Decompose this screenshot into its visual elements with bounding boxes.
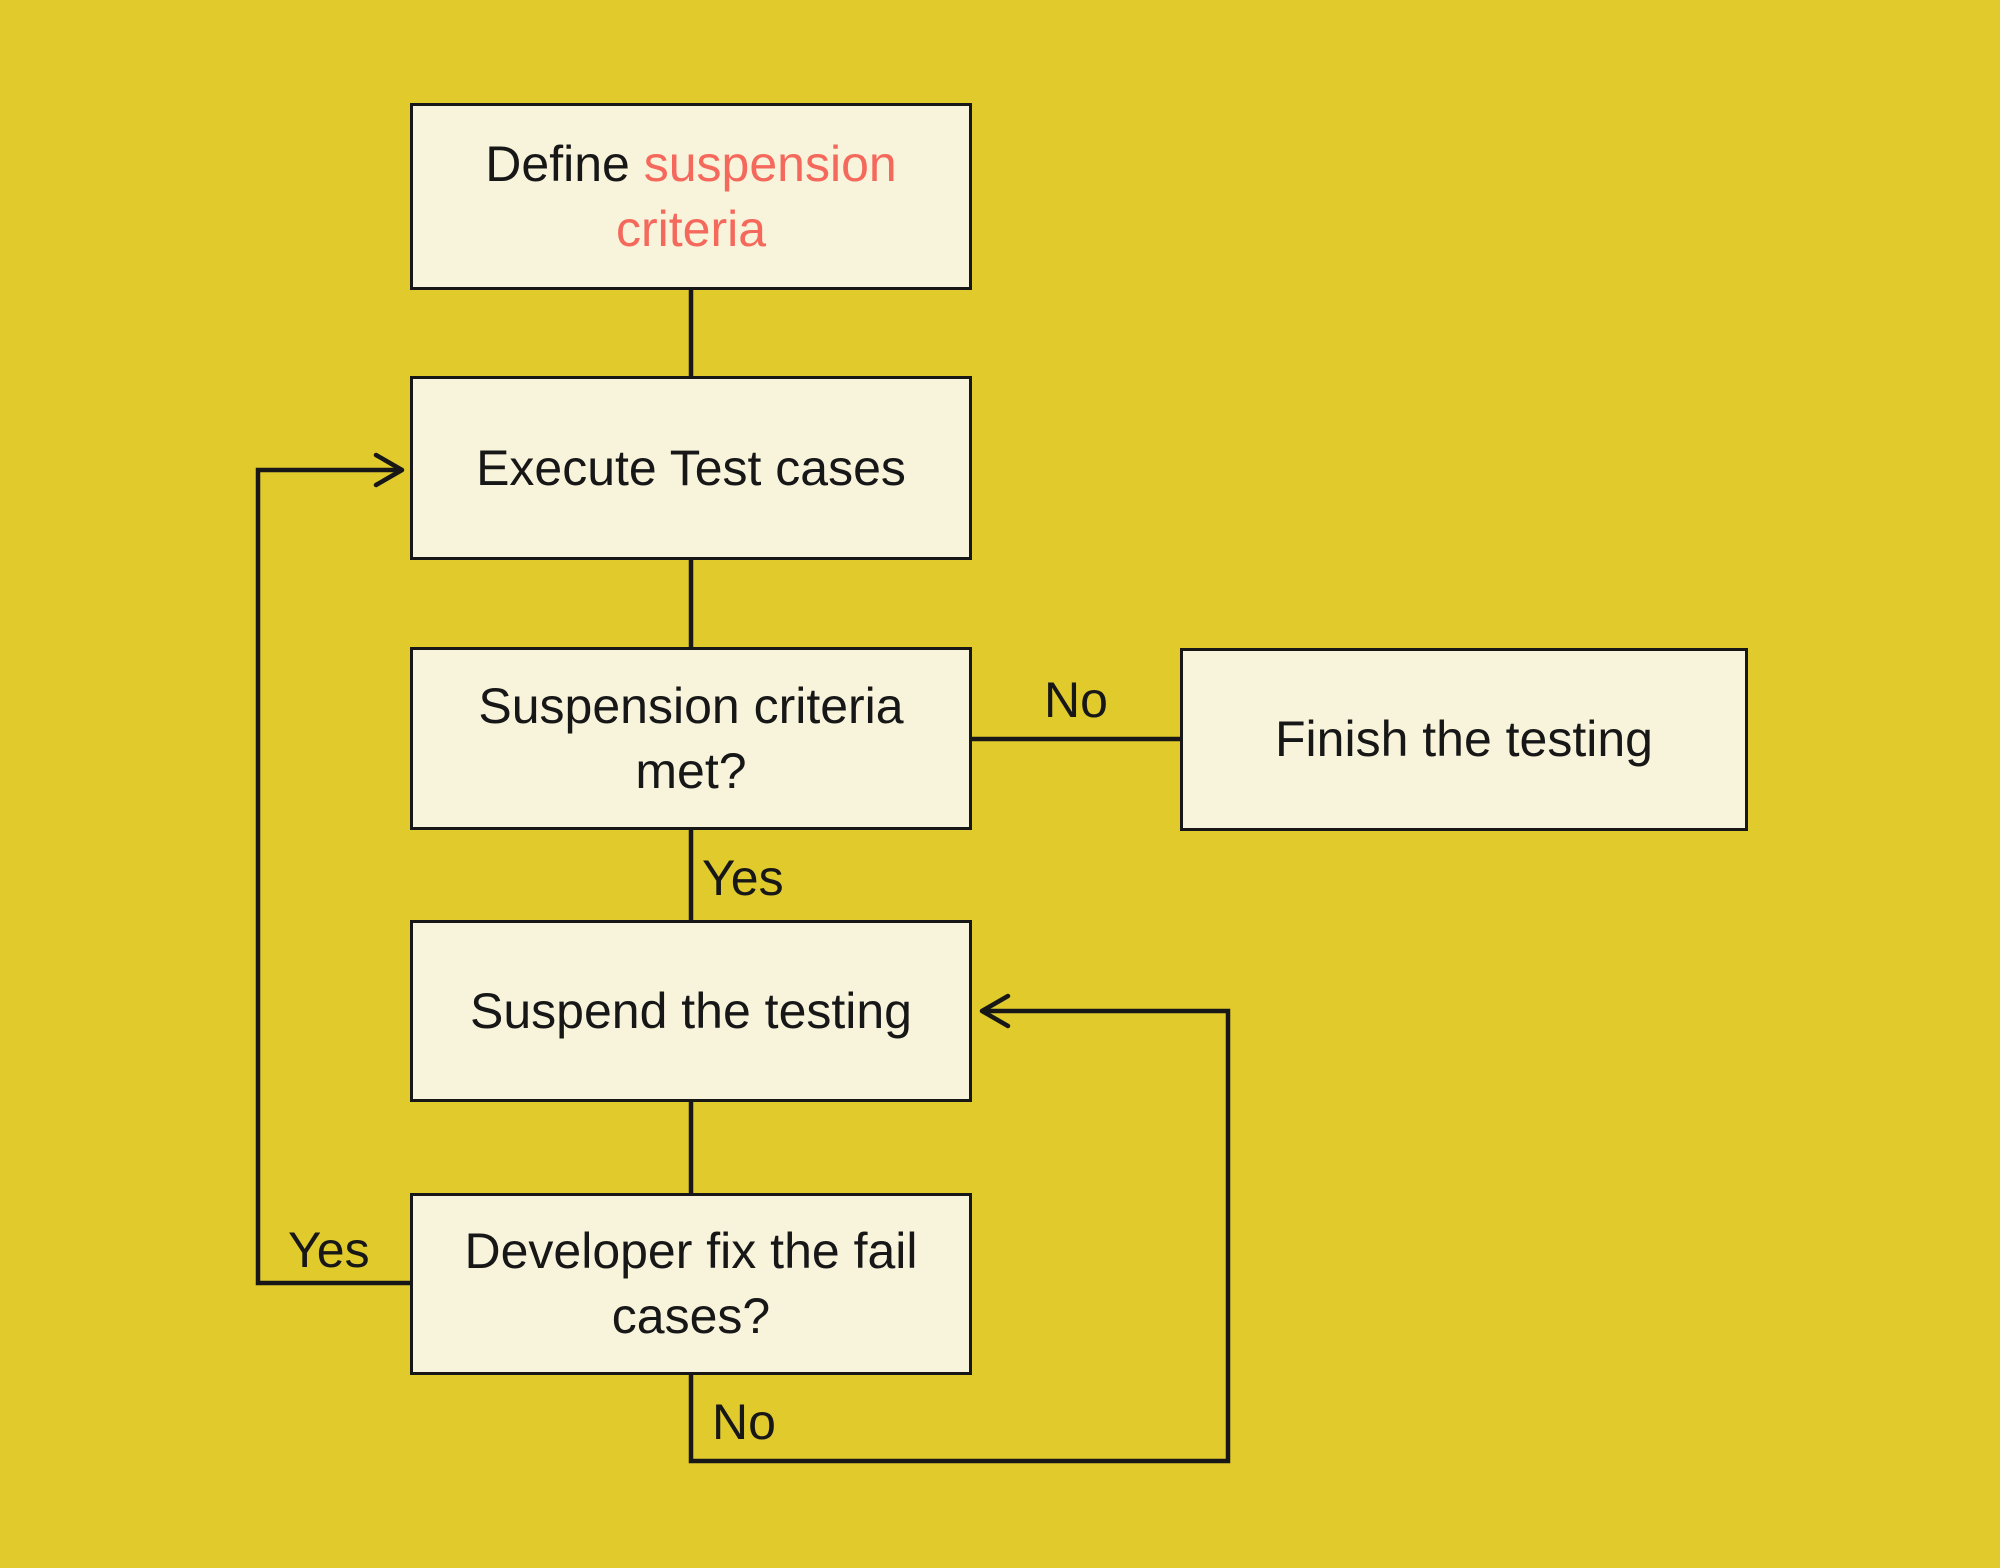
- node-define-label-highlight: suspension criteria: [615, 135, 897, 257]
- node-suspend-the-testing: Suspend the testing: [410, 920, 972, 1102]
- node-define-label-prefix: Define: [485, 135, 644, 192]
- node-suspend-label: Suspend the testing: [470, 982, 912, 1039]
- node-finish-the-testing: Finish the testing: [1180, 648, 1748, 831]
- node-execute-label: Execute Test cases: [476, 439, 906, 496]
- edge-label-no-to-finish: No: [1044, 672, 1108, 728]
- edge-developer-to-execute: [255, 452, 412, 1286]
- edge-label-yes-to-suspend: Yes: [702, 850, 784, 906]
- node-define-suspension-criteria: Define suspension criteria: [410, 103, 972, 290]
- node-execute-test-cases: Execute Test cases: [410, 376, 972, 560]
- node-developer-label: Developer fix the fail cases?: [464, 1223, 918, 1344]
- node-define-label: Define suspension criteria: [437, 132, 945, 262]
- node-developer-fix-fail-cases: Developer fix the fail cases?: [410, 1193, 972, 1375]
- node-criteria-label: Suspension criteria met?: [478, 677, 904, 799]
- edge-label-no-loop-to-suspend: No: [712, 1394, 776, 1450]
- node-suspension-criteria-met: Suspension criteria met?: [410, 647, 972, 830]
- node-finish-label: Finish the testing: [1275, 711, 1653, 767]
- edge-label-yes-loop-to-execute: Yes: [288, 1222, 370, 1278]
- edge-developer-to-suspend: [688, 993, 1231, 1464]
